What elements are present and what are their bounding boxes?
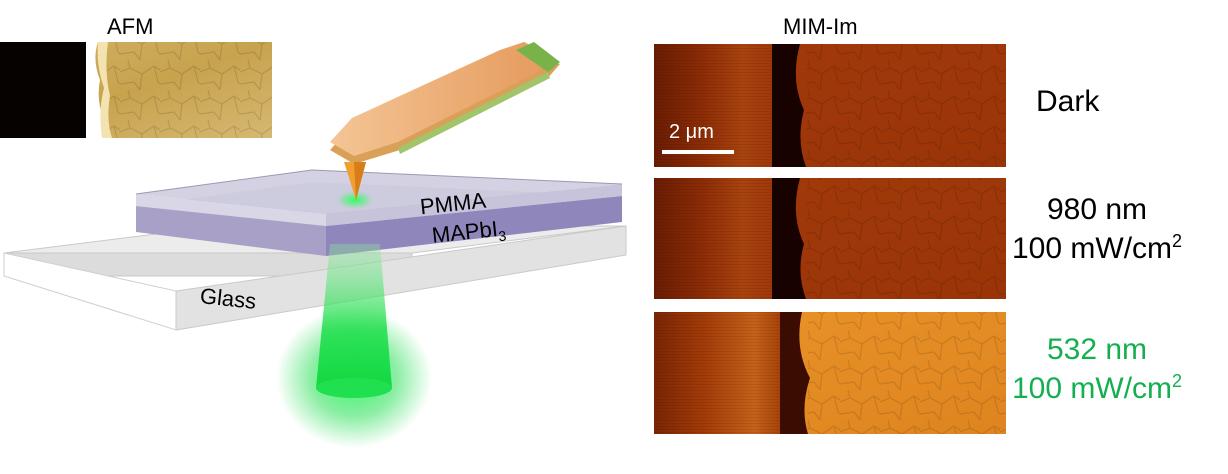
mim-image-980nm bbox=[654, 178, 1006, 299]
afm-cantilever bbox=[330, 42, 560, 200]
mim-image-dark bbox=[654, 44, 1006, 167]
condition-532nm-line2-wrap: 100 mW/cm2 bbox=[1012, 369, 1182, 408]
tip-light-spot bbox=[337, 191, 373, 209]
condition-980nm-label: 980 nm 100 mW/cm2 bbox=[1012, 190, 1182, 268]
laser-beam bbox=[276, 244, 432, 448]
condition-532nm-label: 532 nm 100 mW/cm2 bbox=[1012, 330, 1182, 408]
condition-532nm-line2: 100 mW/cm bbox=[1012, 372, 1173, 405]
mapbi3-label-main: MAPbI bbox=[430, 216, 500, 248]
condition-980nm-line2: 100 mW/cm bbox=[1012, 232, 1173, 265]
mapbi3-label-sub: 3 bbox=[497, 227, 508, 245]
scale-bar-label: 2 μm bbox=[669, 121, 714, 143]
condition-532nm-line1: 532 nm bbox=[1046, 333, 1148, 366]
afm-image bbox=[0, 42, 272, 138]
condition-dark-line1: Dark bbox=[1036, 85, 1100, 118]
mim-image-532nm bbox=[654, 312, 1006, 434]
condition-980nm-line1: 980 nm bbox=[1046, 193, 1148, 226]
condition-dark-label: Dark bbox=[1036, 82, 1099, 121]
condition-980nm-sup: 2 bbox=[1172, 231, 1183, 251]
condition-980nm-line2-wrap: 100 mW/cm2 bbox=[1012, 229, 1182, 268]
pmma-layer bbox=[135, 169, 623, 226]
afm-title: AFM bbox=[107, 14, 154, 39]
condition-532nm-sup: 2 bbox=[1172, 371, 1183, 391]
mim-title: MIM-Im bbox=[783, 14, 858, 39]
